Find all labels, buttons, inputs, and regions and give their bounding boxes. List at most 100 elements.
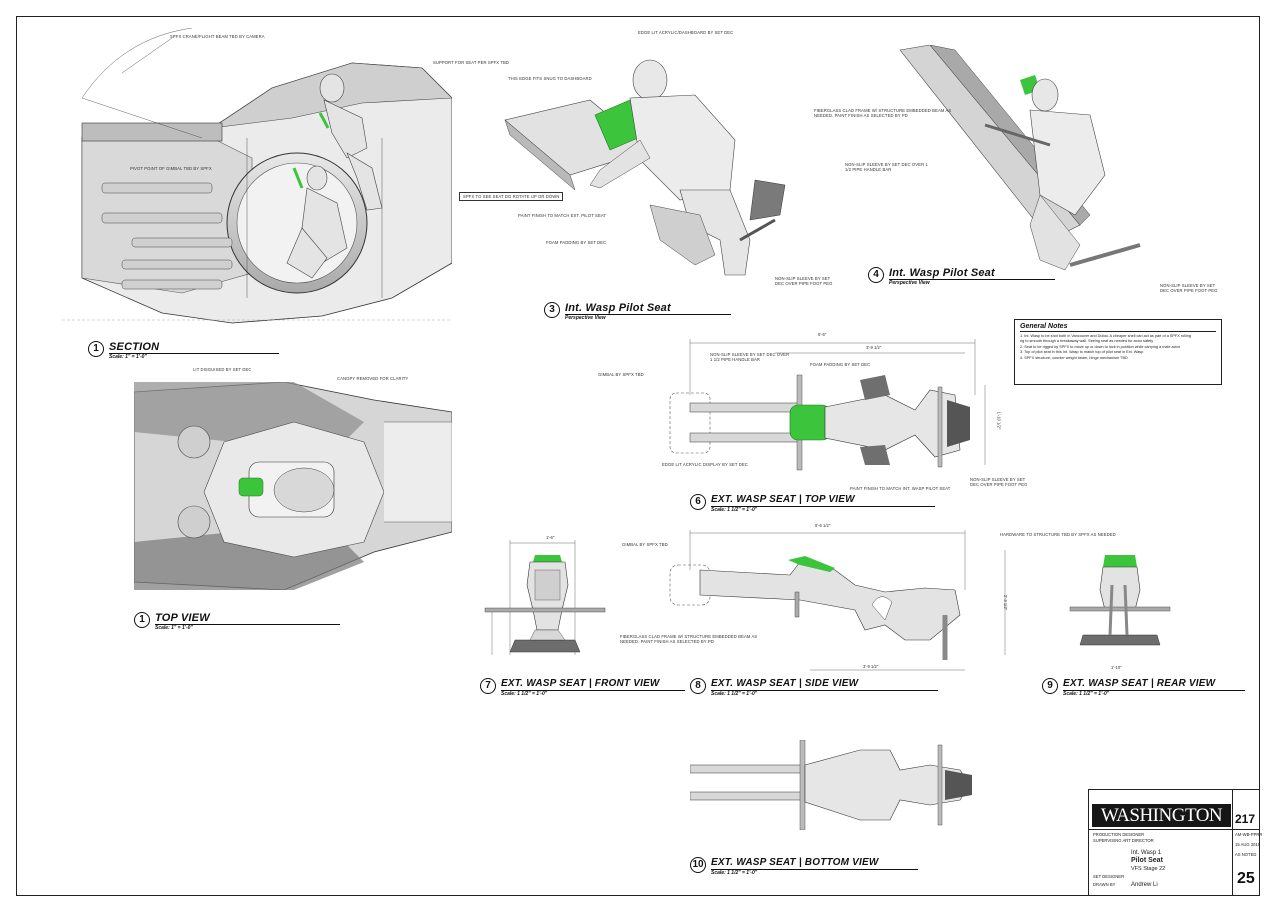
callout-section-camera: SPFX CRANE/FLIGHT BEAM TBD BY CAMERA xyxy=(170,34,265,39)
view-number: 10 xyxy=(690,857,706,873)
view-number: 7 xyxy=(480,678,496,694)
view-scale: Scale: 1" = 1'-0" xyxy=(155,625,193,631)
callout-section-support: SUPPORT FOR SEAT PER SPFX TBD xyxy=(433,60,510,65)
callout-top-lit: LIT DISGUISED BY SET DEC xyxy=(193,367,252,372)
dim-v6-height: 1'-10 1/2" xyxy=(996,411,1002,430)
tb-project: Int. Wasp 1 xyxy=(1131,850,1162,856)
general-note-item: 1. Int. Wasp to be shot both in Vancouve… xyxy=(1020,334,1191,338)
tb-label-production-designer: PRODUCTION DESIGNER xyxy=(1093,832,1145,837)
view-title: SECTION xyxy=(109,341,280,354)
callout-p3-lit: EDGE LIT ACRYLIC/DASHBOARD BY SET DEC xyxy=(638,30,734,35)
view-title: Int. Wasp Pilot Seat xyxy=(889,267,1055,280)
view-scale: Scale: 1" = 1'-0" xyxy=(109,354,147,360)
view-number: 9 xyxy=(1042,678,1058,694)
callout-section-pivot: PIVOT POINT OF GIMBAL TBD BY SPFX xyxy=(130,166,212,171)
view-scale: Perspective View xyxy=(889,280,930,286)
view-number: 1 xyxy=(134,612,150,628)
callout-v6-sleeve: NON-SLIP SLEEVE BY SET DEC OVER 1 1/2 PI… xyxy=(710,352,790,362)
tb-label-drawn-by: DRAWN BY xyxy=(1093,882,1116,887)
callout-v7-gimbal: GIMBAL BY SPFX TBD xyxy=(622,542,668,547)
title-block-divider xyxy=(1089,829,1259,830)
view-number: 3 xyxy=(544,302,560,318)
callout-section-rotate: SPFX TO SEE SEAT DO ROTATE UP OR DOWN xyxy=(459,192,564,201)
tb-drawing-title: Pilot Seat xyxy=(1131,857,1163,864)
dim-v6-total: 5'-6" xyxy=(818,332,827,337)
callout-top-canopy: CANOPY REMOVED FOR CLARITY xyxy=(337,376,409,381)
dim-v6-inner: 3'-9 1/2" xyxy=(866,345,882,350)
dim-v9-width: 1'-10" xyxy=(1111,665,1122,670)
view-title: EXT. WASP SEAT | BOTTOM VIEW xyxy=(711,857,919,870)
tb-date: 15 AUG 2015 xyxy=(1235,842,1261,847)
sheet-number: 25 xyxy=(1237,870,1255,887)
int-pilot-seat-perspective-4 xyxy=(890,45,1160,285)
callout-v6-display: EDGE LIT ACRYLIC DISPLAY BY SET DEC xyxy=(662,462,748,467)
view-scale: Scale: 1 1/2" = 1'-0" xyxy=(1063,691,1110,697)
tb-drawn-by: Andrew Li xyxy=(1131,882,1158,888)
callout-v6-gimbal: GIMBAL BY SPFX TBD xyxy=(598,372,644,377)
company-logo: WASHINGTON xyxy=(1092,804,1231,827)
callout-v8-hardware: HARDWARE TO STRUCTURE TBD BY SPFX AS NEE… xyxy=(1000,532,1116,537)
dim-v8-height: 2'-3 1/2" xyxy=(1003,594,1009,611)
view-number: 1 xyxy=(88,341,104,357)
view-title: EXT. WASP SEAT | SIDE VIEW xyxy=(711,678,939,691)
ext-seat-front-view-drawing xyxy=(480,540,610,665)
dim-v8-bottom: 3'-9 1/2" xyxy=(863,664,879,669)
callout-p3-paint: PAINT FINISH TO MATCH EXT. PILOT SEAT xyxy=(518,213,607,218)
general-notes-box: General Notes 1. Int. Wasp to be shot bo… xyxy=(1014,319,1222,385)
view-title: EXT. WASP SEAT | REAR VIEW xyxy=(1063,678,1246,691)
dim-v7-width: 1'-6" xyxy=(546,535,555,540)
tb-set: VFS Stage 22 xyxy=(1131,866,1166,872)
callout-p4-foot: NON-SLIP SLEEVE BY SET DEC OVER PIPE FOO… xyxy=(1160,283,1218,293)
tb-label-set-designer: SET DESIGNER xyxy=(1093,874,1125,879)
view-number: 4 xyxy=(868,267,884,283)
callout-p3-padding: FOAM PADDING BY SET DEC xyxy=(546,240,607,245)
cockpit-top-view-drawing xyxy=(134,382,452,590)
general-notes-title: General Notes xyxy=(1020,323,1216,332)
int-pilot-seat-perspective-3 xyxy=(500,40,800,290)
general-note-item: rig to smooth through a breakaway wall. … xyxy=(1020,339,1154,344)
ext-seat-top-view-drawing xyxy=(655,335,1000,485)
section-view-drawing xyxy=(62,28,452,328)
view-scale: Scale: 1 1/2" = 1'-0" xyxy=(711,507,758,513)
ext-seat-rear-view-drawing xyxy=(1065,545,1175,665)
general-note-item: 3. Top of pilot seat in this Int. Wasp t… xyxy=(1020,350,1144,355)
tb-label-supervising-art-director: SUPERVISING ART DIRECTOR xyxy=(1093,838,1154,843)
view-scale: Perspective View xyxy=(565,315,606,321)
ext-seat-bottom-view-drawing xyxy=(690,740,980,830)
callout-v6-foot: NON-SLIP SLEEVE BY SET DEC OVER PIPE FOO… xyxy=(970,477,1028,487)
view-number: 8 xyxy=(690,678,706,694)
dim-v8-total: 5'-6 1/2" xyxy=(815,523,831,528)
callout-p4-sleeve: NON-SLIP SLEEVE BY SET DEC OVER 1 1/2 PI… xyxy=(845,162,928,172)
callout-v6-padding: FOAM PADDING BY SET DEC xyxy=(810,362,871,367)
callout-v6-paint: PAINT FINISH TO MATCH INT. WASP PILOT SE… xyxy=(850,486,951,491)
view-title: EXT. WASP SEAT | FRONT VIEW xyxy=(501,678,685,691)
view-scale: Scale: 1 1/2" = 1'-0" xyxy=(711,691,758,697)
tb-code: AM-WB-PPRR xyxy=(1235,832,1263,837)
view-title: Int. Wasp Pilot Seat xyxy=(565,302,731,315)
title-block: WASHINGTON 217 PRODUCTION DESIGNER SUPER… xyxy=(1088,789,1263,896)
general-note-item: 4. SPFX structure, counter weight beam, … xyxy=(1020,355,1128,360)
view-scale: Scale: 1 1/2" = 1'-0" xyxy=(501,691,548,697)
callout-p4-plate: FIBERGLASS CLAD FRAME W/ STRUCTURE EMBED… xyxy=(814,108,952,118)
title-block-divider xyxy=(1232,790,1233,895)
view-scale: Scale: 1 1/2" = 1'-0" xyxy=(711,870,758,876)
view-title: TOP VIEW xyxy=(155,612,340,625)
tb-scale: AS NOTED xyxy=(1235,852,1257,857)
ext-seat-side-view-drawing xyxy=(660,530,1020,680)
callout-p3-dash: THIS EDGE FITS SNUG TO DASHBOARD xyxy=(508,76,592,81)
view-number: 6 xyxy=(690,494,706,510)
callout-p3-sleeve: NON-SLIP SLEEVE BY SET DEC OVER PIPE FOO… xyxy=(775,276,833,286)
sheet-code: 217 xyxy=(1235,812,1256,826)
general-note-item: 2. Seat to be rigged by SPFX to move up … xyxy=(1020,344,1180,349)
view-title: EXT. WASP SEAT | TOP VIEW xyxy=(711,494,935,507)
callout-v8-clad: FIBERGLASS CLAD FRAME W/ STRUCTURE EMBED… xyxy=(620,634,758,644)
